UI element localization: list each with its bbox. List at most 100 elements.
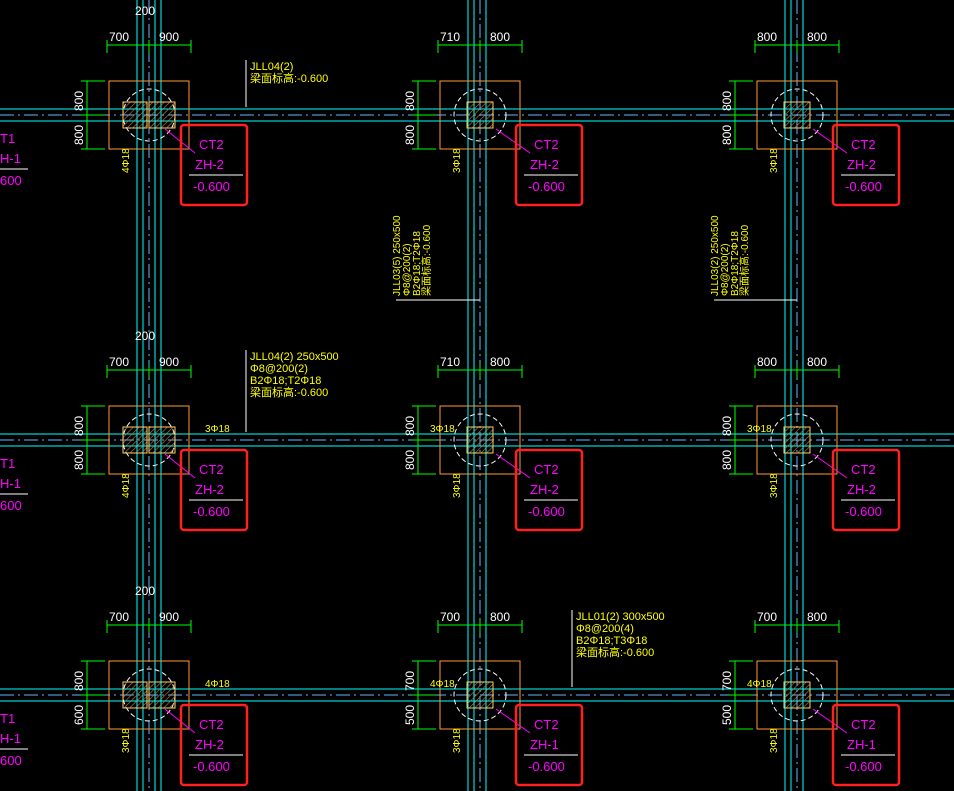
- rebar-vertical-label: 3Φ18: [452, 148, 463, 173]
- partial-elevation-label: 600: [0, 173, 22, 188]
- dim-left-bottom: 600: [72, 705, 86, 725]
- rebar-vertical-label: 4Φ18: [121, 473, 132, 498]
- pile-type-label: ZH-2: [195, 737, 224, 752]
- rebar-horizontal-label: 4Φ18: [747, 679, 772, 690]
- cap-outline: [756, 80, 838, 150]
- dim-left-bottom: 800: [403, 125, 417, 145]
- beam-label-line: 梁面标高:-0.600: [420, 224, 433, 296]
- dim-top-right: 800: [490, 355, 510, 369]
- pile-circle: [453, 88, 507, 142]
- elevation-label: -0.600: [193, 179, 230, 194]
- partial-elevation-label: 600: [0, 498, 22, 513]
- column-hatch: [122, 101, 148, 129]
- column-hatch: [148, 681, 176, 709]
- cap-outline: [756, 660, 838, 730]
- annotations: CT2ZH-2-0.600CT2ZH-2-0.600CT2ZH-2-0.600C…: [0, 60, 901, 787]
- dim-left-bottom: 500: [403, 705, 417, 725]
- dim-top-mid: 200: [135, 584, 155, 598]
- beam-label-line: JLL03(5) 250x500: [392, 215, 403, 296]
- dim-left-top: 800: [403, 416, 417, 436]
- beam-label-line: B2Φ18;T3Φ18: [576, 635, 647, 647]
- dim-top-left: 700: [109, 355, 129, 369]
- highlight-box: [514, 448, 584, 532]
- dim-top-right: 900: [159, 610, 179, 624]
- dim-top-left: 710: [440, 355, 460, 369]
- dim-top-mid: 200: [135, 329, 155, 343]
- elevation-label: -0.600: [845, 759, 882, 774]
- leader-line: [495, 453, 531, 479]
- cap-outline: [439, 405, 521, 475]
- dim-left-top: 800: [403, 91, 417, 111]
- column-hatch: [466, 681, 494, 709]
- cap-type-label: CT2: [534, 137, 559, 152]
- highlight-box: [179, 703, 249, 787]
- pile-type-label: ZH-2: [847, 157, 876, 172]
- dim-left-bottom: 800: [720, 450, 734, 470]
- pile-type-label: ZH-2: [530, 157, 559, 172]
- cap-outline: [108, 80, 190, 150]
- rebar-vertical-label: 3Φ18: [769, 473, 780, 498]
- elevation-label: -0.600: [845, 179, 882, 194]
- beam-label-line: Φ8@200(4): [576, 623, 634, 635]
- beam-label-line: B2Φ18;T2Φ18: [412, 231, 423, 296]
- pile-circle: [453, 668, 507, 722]
- column-hatch: [122, 426, 148, 454]
- beam-label: JLL04(2) 250x500Φ8@200(2)B2Φ18;T2Φ18梁面标高…: [245, 350, 339, 432]
- cap-type-label: CT2: [534, 462, 559, 477]
- beam-label-line: 梁面标高:-0.600: [576, 645, 654, 659]
- beam-label-line: JLL04(2) 250x500: [250, 351, 339, 363]
- dim-left-bottom: 800: [72, 125, 86, 145]
- beam-label: JLL04(2)梁面标高:-0.600: [245, 60, 328, 107]
- dim-left-top: 800: [720, 91, 734, 111]
- cap-outline: [108, 405, 190, 475]
- partial-pile-label: H-1: [0, 151, 21, 166]
- beam-label-line: B2Φ18;T2Φ18: [730, 231, 741, 296]
- partial-cap-label: T1: [0, 711, 15, 726]
- elevation-label: -0.600: [528, 179, 565, 194]
- leader-line: [812, 128, 848, 154]
- dim-left-top: 800: [72, 416, 86, 436]
- pile-type-label: ZH-2: [195, 482, 224, 497]
- dim-top-left: 700: [109, 30, 129, 44]
- dim-top-right: 800: [807, 30, 827, 44]
- dim-top-mid: 200: [135, 4, 155, 18]
- column-hatch: [466, 101, 494, 129]
- dim-left-top: 700: [720, 671, 734, 691]
- pile-circle: [770, 413, 824, 467]
- column-hatch: [122, 681, 148, 709]
- dim-left-top: 800: [72, 671, 86, 691]
- dim-left-bottom: 500: [720, 705, 734, 725]
- column-hatch: [466, 426, 494, 454]
- beam-label-line: JLL03(2) 250x500: [710, 215, 721, 296]
- pile-type-label: ZH-1: [847, 737, 876, 752]
- pile-type-label: ZH-2: [530, 482, 559, 497]
- column-hatch: [783, 681, 811, 709]
- pile-caps: 700 900 200 800 800 4Φ18 710 800 800 800 3Φ18 800 80…: [72, 4, 840, 753]
- cap-outline: [108, 660, 190, 730]
- cap-type-label: CT2: [199, 717, 224, 732]
- cap-type-label: CT2: [851, 137, 876, 152]
- beam-label-line: B2Φ18;T2Φ18: [250, 375, 321, 387]
- leader-line: [812, 453, 848, 479]
- dim-top-left: 700: [109, 610, 129, 624]
- column-hatch: [783, 426, 811, 454]
- dim-left-bottom: 800: [72, 450, 86, 470]
